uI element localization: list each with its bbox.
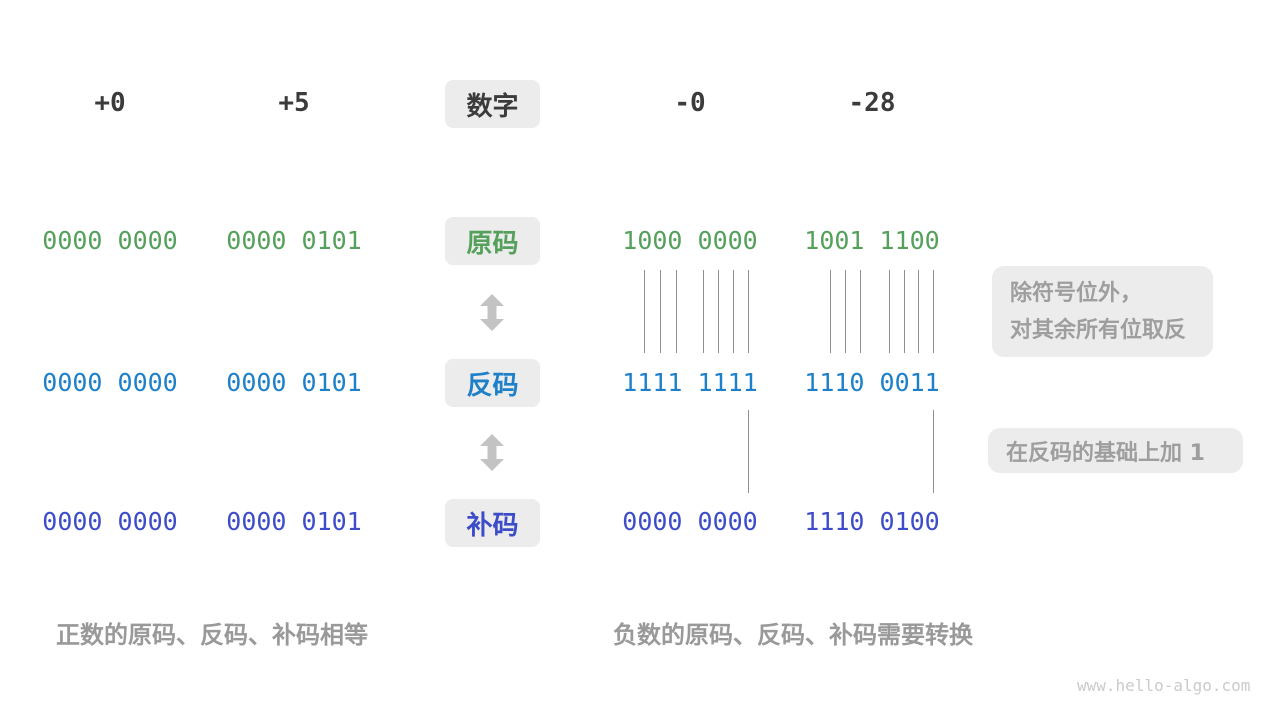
bit-connector-line — [904, 270, 905, 353]
tag-twos-complement: 补码 — [445, 499, 540, 547]
bit-connector-line — [676, 270, 677, 353]
number-plus-zero: +0 — [94, 88, 126, 118]
bits-sign-magnitude-plus-zero: 0000 0000 — [42, 226, 178, 255]
tag-twos-complement-label: 补码 — [466, 510, 519, 541]
number-plus-five: +5 — [278, 88, 310, 118]
tag-sign-magnitude: 原码 — [445, 217, 540, 265]
bit-connector-line — [918, 270, 919, 353]
annotation-invert-bits-line2: 对其余所有位取反 — [1010, 317, 1187, 343]
bit-connector-line — [889, 270, 890, 353]
tag-sign-magnitude-label: 原码 — [466, 228, 519, 259]
bit-connector-line — [748, 410, 749, 493]
bits-twos-complement-plus-zero: 0000 0000 — [42, 507, 178, 536]
bits-sign-magnitude-minus-28: 1001 1100 — [804, 226, 940, 255]
bits-ones-complement-minus-28: 1110 0011 — [804, 368, 940, 397]
tag-number-label: 数字 — [466, 91, 519, 122]
bit-connector-line — [660, 270, 661, 353]
bit-connector-line — [860, 270, 861, 353]
tag-number: 数字 — [445, 80, 540, 128]
bit-connector-line — [933, 270, 934, 353]
tag-ones-complement-label: 反码 — [466, 370, 519, 401]
annotation-add-one-text: 在反码的基础上加 1 — [1006, 440, 1205, 466]
bits-twos-complement-minus-zero: 0000 0000 — [622, 507, 758, 536]
annotation-add-one: 在反码的基础上加 1 — [988, 428, 1243, 473]
caption-negative-numbers: 负数的原码、反码、补码需要转换 — [613, 621, 973, 649]
website-watermark: www.hello-algo.com — [1077, 676, 1251, 695]
bits-ones-complement-minus-zero: 1111 1111 — [622, 368, 758, 397]
bit-connector-line — [703, 270, 704, 353]
bits-ones-complement-plus-five: 0000 0101 — [226, 368, 362, 397]
annotation-invert-bits: 除符号位外， 对其余所有位取反 — [992, 266, 1213, 357]
caption-positive-numbers: 正数的原码、反码、补码相等 — [56, 621, 368, 649]
bits-ones-complement-plus-zero: 0000 0000 — [42, 368, 178, 397]
bits-sign-magnitude-plus-five: 0000 0101 — [226, 226, 362, 255]
bit-connector-line — [748, 270, 749, 353]
bits-twos-complement-minus-28: 1110 0100 — [804, 507, 940, 536]
number-minus-28: -28 — [848, 88, 896, 118]
annotation-invert-bits-line1: 除符号位外， — [1010, 280, 1143, 306]
bit-connector-line — [830, 270, 831, 353]
up-down-arrow-icon — [479, 434, 505, 471]
bits-sign-magnitude-minus-zero: 1000 0000 — [622, 226, 758, 255]
bit-connector-line — [718, 270, 719, 353]
bits-twos-complement-plus-five: 0000 0101 — [226, 507, 362, 536]
up-down-arrow-icon — [479, 294, 505, 331]
bit-connector-line — [733, 270, 734, 353]
bit-connector-line — [644, 270, 645, 353]
bit-connector-line — [845, 270, 846, 353]
bit-connector-line — [933, 410, 934, 493]
number-minus-zero: -0 — [674, 88, 706, 118]
tag-ones-complement: 反码 — [445, 359, 540, 407]
